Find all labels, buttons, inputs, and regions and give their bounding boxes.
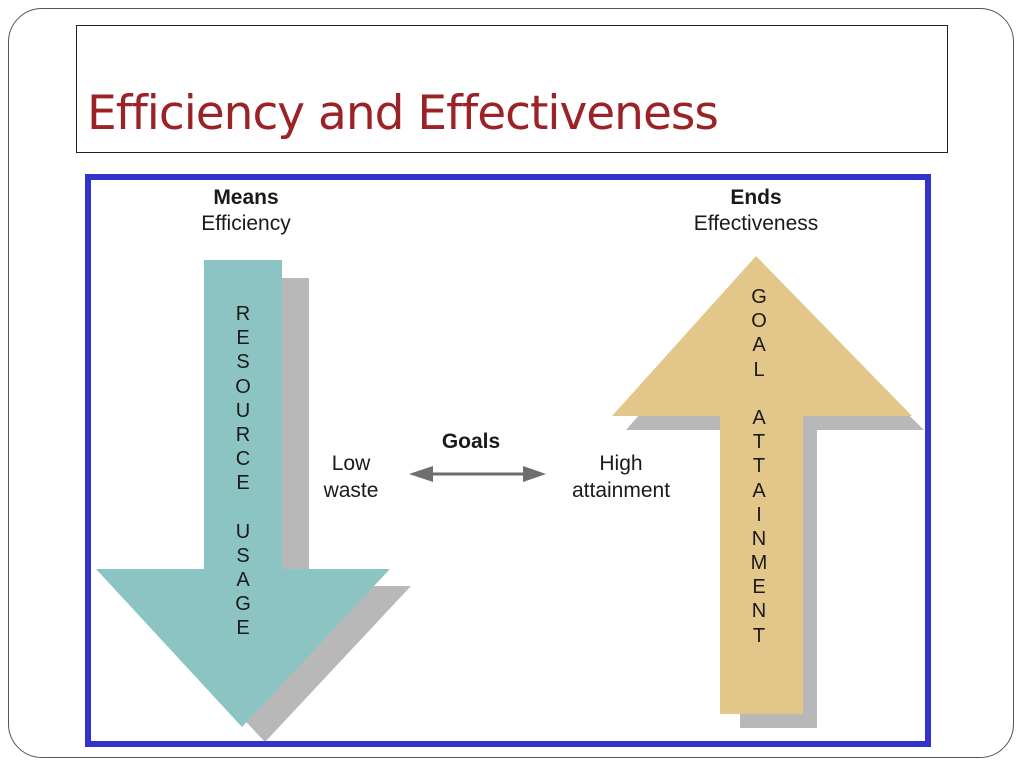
arrow-letter: N [751, 600, 767, 623]
up-arrow [612, 256, 912, 714]
goals-label: Goals [441, 430, 501, 453]
arrow-letter: A [752, 479, 766, 502]
arrow-letter: O [235, 375, 251, 398]
arrow-letter: M [750, 552, 768, 575]
low-waste-label-line1: Low [331, 452, 371, 475]
low-waste-label-line2: waste [323, 479, 379, 502]
arrow-letter: T [752, 431, 766, 454]
diagram-panel: Means Efficiency Ends Effectiveness Goal… [85, 174, 931, 747]
arrow-letter: U [235, 399, 251, 422]
arrow-letter [228, 496, 258, 520]
high-attainment-label-line1: High [599, 452, 643, 475]
ends-heading: Ends [730, 186, 782, 209]
arrow-letter: N [751, 527, 767, 550]
slide-title: Efficiency and Effectiveness [87, 86, 719, 141]
title-box: Efficiency and Effectiveness [76, 25, 948, 153]
goals-connector-left-head [409, 466, 433, 482]
arrow-letter: T [752, 455, 766, 478]
arrow-letter: R [235, 423, 251, 446]
arrow-letter: A [752, 334, 766, 357]
arrow-letter: E [236, 327, 250, 350]
arrow-letter: E [752, 576, 766, 599]
arrow-letter: G [235, 593, 251, 616]
arrow-letter: S [236, 351, 250, 374]
arrow-letter: C [235, 448, 251, 471]
effectiveness-subheading: Effectiveness [693, 212, 819, 235]
arrow-letter: L [753, 358, 765, 381]
down-arrow [96, 260, 390, 727]
means-heading: Means [213, 186, 279, 209]
high-attainment-label-line2: attainment [571, 479, 671, 502]
arrow-letter: G [751, 286, 767, 308]
goals-connector-right-head [523, 466, 546, 482]
arrow-letter: E [236, 617, 250, 640]
efficiency-subheading: Efficiency [201, 212, 291, 235]
arrow-letter: U [235, 520, 251, 543]
arrow-letter: S [236, 544, 250, 567]
arrow-letter: T [752, 624, 766, 647]
slide-frame [8, 8, 1014, 758]
arrow-letter: R [235, 303, 251, 325]
arrow-letter: A [752, 406, 766, 429]
arrow-letter [744, 382, 774, 406]
arrow-letter: I [756, 503, 762, 526]
arrow-letter: O [751, 310, 767, 333]
diagram-arrows [96, 256, 924, 741]
arrow-letter: A [236, 569, 250, 592]
arrow-letter: E [236, 472, 250, 495]
